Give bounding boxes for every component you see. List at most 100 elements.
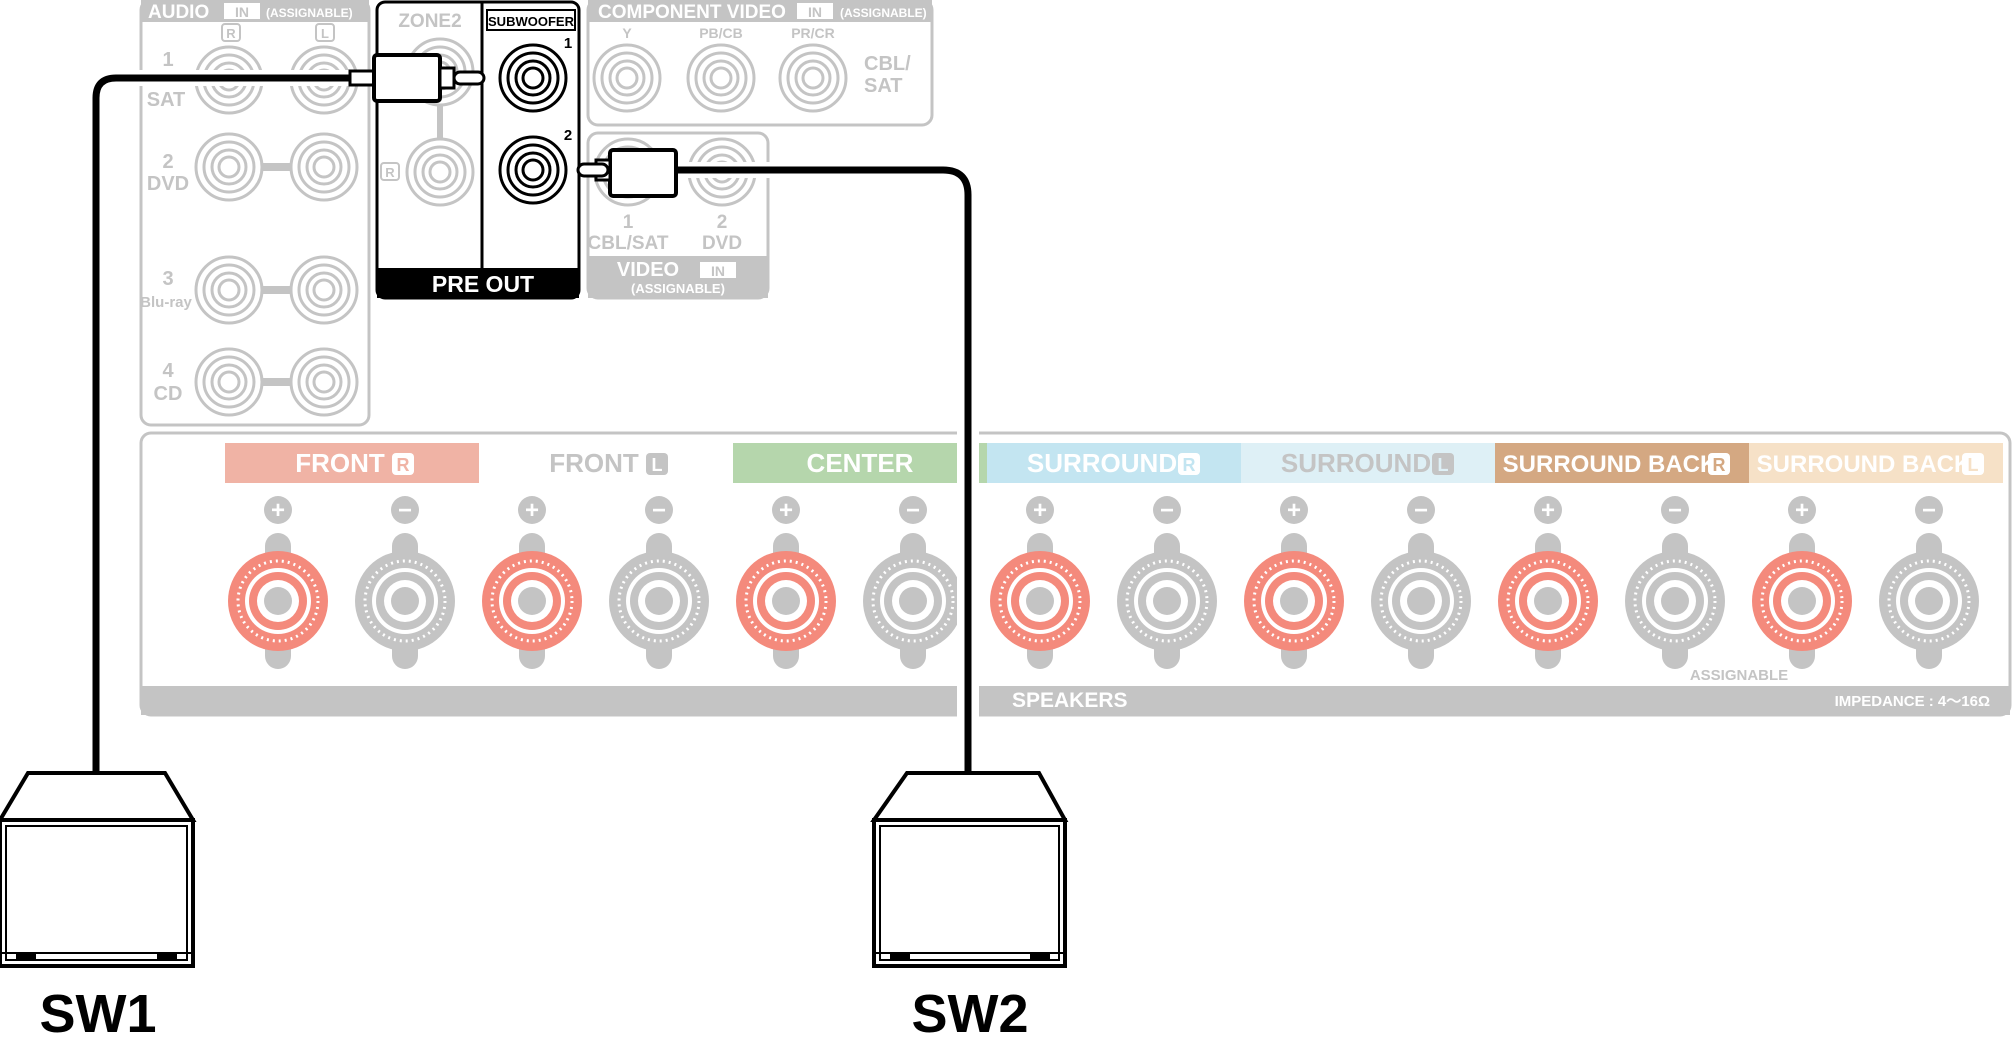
component-video-panel: COMPONENT VIDEO IN (ASSIGNABLE) Y PB/CB … [586, 0, 934, 127]
audio-col-r: R [226, 26, 236, 41]
video-in-badge: IN [711, 263, 725, 279]
plus-icon: + [1788, 496, 1816, 524]
minus-icon: − [1407, 496, 1435, 524]
zone2-label: ZONE2 [398, 11, 461, 32]
component-video-badge: IN [808, 4, 822, 20]
video-in-1-name: CBL/SAT [588, 233, 669, 254]
audio-row-2-num: 2 [162, 151, 173, 173]
video-in-assignable: (ASSIGNABLE) [631, 281, 725, 296]
video-in-1-num: 1 [623, 212, 634, 233]
audio-in-title: AUDIO [148, 2, 209, 23]
speaker-channel-label-3: CENTER [733, 443, 987, 483]
plus-sign: + [1287, 497, 1301, 524]
plus-sign: + [1541, 497, 1555, 524]
minus-sign: − [1160, 497, 1174, 524]
speaker-channel-badge: R [397, 455, 410, 475]
audio-in-2-l-jack[interactable] [289, 132, 359, 202]
component-video-title: COMPONENT VIDEO [598, 2, 786, 23]
minus-sign: − [1668, 497, 1682, 524]
plus-icon: + [264, 496, 292, 524]
component-video-assignable: (ASSIGNABLE) [840, 6, 927, 20]
plus-sign: + [525, 497, 539, 524]
minus-sign: − [398, 497, 412, 524]
minus-icon: − [1915, 496, 1943, 524]
sw2-label: SW2 [911, 984, 1028, 1044]
sw2-cable [576, 148, 976, 773]
audio-row-4-num: 4 [162, 360, 174, 382]
audio-in-3-r-jack[interactable] [194, 255, 264, 325]
subwoofer-1-jack[interactable] [498, 43, 568, 113]
video-in-2-num: 2 [717, 212, 728, 233]
impedance-label: IMPEDANCE : 4～16Ω [1835, 693, 1990, 710]
plus-icon: + [1534, 496, 1562, 524]
audio-in-assignable: (ASSIGNABLE) [266, 6, 353, 20]
speaker-channel-label-1: FRONT R [225, 443, 479, 483]
component-y-label: Y [622, 25, 632, 41]
minus-icon: − [899, 496, 927, 524]
audio-row-3-name: Blu-ray [140, 294, 192, 311]
audio-in-4-l-jack[interactable] [289, 347, 359, 417]
audio-in-panel: AUDIO IN (ASSIGNABLE) R L 1 SAT 2 DVD 3 … [139, 0, 371, 427]
component-pr-label: PR/CR [791, 25, 835, 41]
speaker-channel-badge: L [1438, 455, 1449, 475]
pre-out-title: PRE OUT [432, 271, 534, 297]
minus-icon: − [391, 496, 419, 524]
plus-icon: + [772, 496, 800, 524]
subwoofer-sw1: SW1 [0, 771, 197, 1044]
minus-sign: − [1414, 497, 1428, 524]
sw1-label: SW1 [39, 984, 156, 1044]
sw1-cable [88, 53, 486, 773]
component-pr-jack[interactable] [778, 43, 848, 113]
plus-icon: + [1280, 496, 1308, 524]
speaker-channel-badge: L [652, 455, 663, 475]
audio-row-4-name: CD [154, 383, 183, 405]
speaker-channel-badge: R [1713, 455, 1726, 475]
minus-sign: − [652, 497, 666, 524]
audio-row-2-name: DVD [147, 173, 189, 195]
audio-row-3-num: 3 [162, 268, 173, 290]
zone2-r-label: R [385, 165, 395, 180]
audio-in-4-r-jack[interactable] [194, 347, 264, 417]
speaker-channel-name: FRONT [295, 448, 385, 478]
component-pb-label: PB/CB [699, 25, 743, 41]
speaker-channel-name: CENTER [807, 448, 914, 478]
minus-icon: − [645, 496, 673, 524]
component-y-jack[interactable] [592, 43, 662, 113]
plus-sign: + [1033, 497, 1047, 524]
speaker-channel-label-4: SURROUND R [987, 443, 1241, 483]
audio-row-1-name: SAT [147, 89, 186, 111]
audio-in-3-l-jack[interactable] [289, 255, 359, 325]
minus-icon: − [1661, 496, 1689, 524]
plus-icon: + [1026, 496, 1054, 524]
subwoofer-1-label: 1 [564, 35, 572, 52]
speaker-channel-label-2: FRONT L [479, 443, 733, 483]
component-source-line1: CBL/ [864, 53, 911, 75]
subwoofer-2-jack[interactable] [498, 135, 568, 205]
subwoofer-sw2: SW2 [870, 771, 1069, 1044]
speaker-channel-name: FRONT [549, 448, 639, 478]
video-in-2-name: DVD [702, 233, 742, 254]
component-pb-jack[interactable] [686, 43, 756, 113]
audio-row-1-num: 1 [162, 49, 173, 71]
video-in-title: VIDEO [617, 259, 679, 281]
plus-sign: + [1795, 497, 1809, 524]
audio-in-badge: IN [235, 4, 249, 20]
component-source-line2: SAT [864, 75, 903, 97]
minus-icon: − [1153, 496, 1181, 524]
minus-sign: − [906, 497, 920, 524]
pre-out-panel: PRE OUT ZONE2 R SUBWOOFER 1 2 [375, 0, 581, 300]
zone2-r-jack[interactable] [405, 137, 475, 207]
speakers-panel: SPEAKERS IMPEDANCE : 4～16Ω ASSIGNABLE FR… [139, 431, 2012, 717]
speaker-channel-badge: R [1183, 455, 1196, 475]
subwoofer-label: SUBWOOFER [488, 14, 575, 29]
audio-in-2-r-jack[interactable] [194, 132, 264, 202]
speaker-channel-name: SURROUND BACK [1503, 451, 1718, 478]
subwoofer-2-label: 2 [564, 127, 572, 144]
speaker-channel-name: SURROUND [1027, 448, 1177, 478]
plus-sign: + [779, 497, 793, 524]
speaker-channel-name: SURROUND BACK [1757, 451, 1972, 478]
speakers-footer: SPEAKERS [1012, 689, 1128, 712]
